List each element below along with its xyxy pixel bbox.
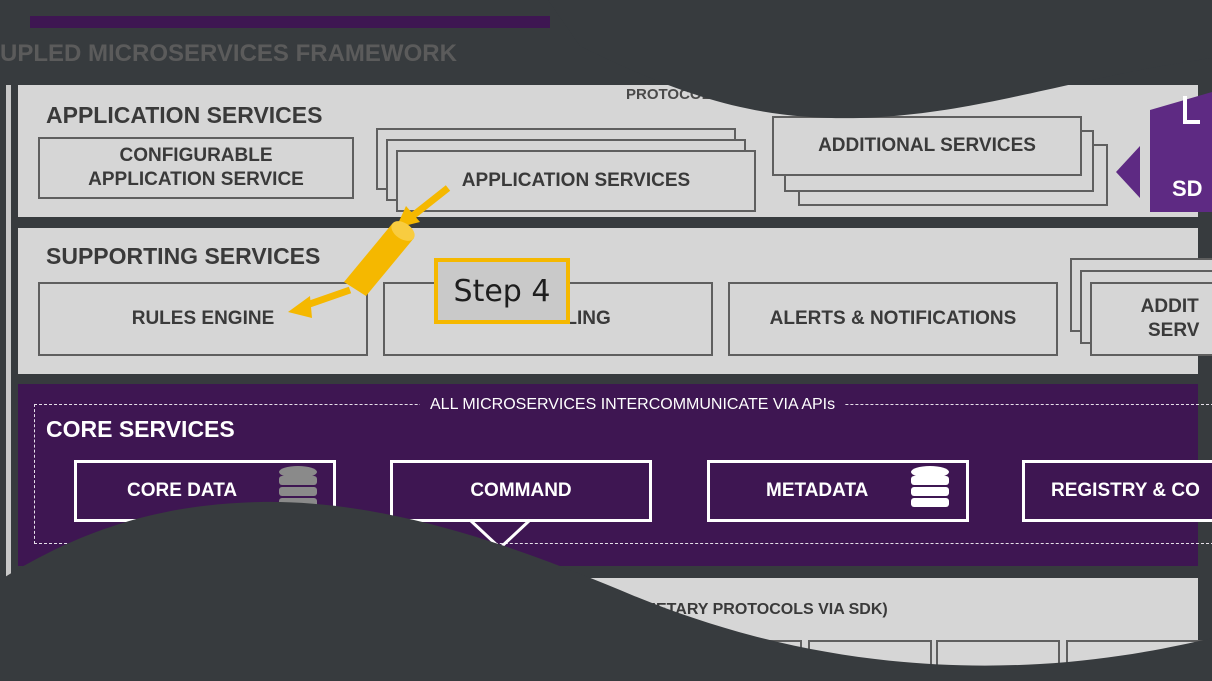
application-services-box: APPLICATION SERVICES — [396, 150, 756, 212]
additional-supporting-label: ADDIT SERV — [1140, 295, 1200, 343]
step-callout-label: Step 4 — [453, 273, 551, 309]
rules-engine-box: RULES ENGINE — [38, 282, 368, 356]
rules-engine-label: RULES ENGINE — [131, 308, 275, 330]
additional-supporting-label-line2: SERV — [1148, 320, 1200, 341]
arrow-icon — [396, 185, 451, 228]
registry-box: REGISTRY & CO — [1022, 460, 1212, 522]
additional-services-box: ADDITIONAL SERVICES — [772, 116, 1082, 176]
application-services-heading: APPLICATION SERVICES — [46, 102, 323, 128]
command-box: COMMAND — [390, 460, 652, 522]
top-wave-shape — [548, 0, 1212, 119]
application-services-label: APPLICATION SERVICES — [461, 170, 691, 192]
sdk-badge-label: SD — [1172, 176, 1203, 201]
device-box-3 — [936, 640, 1060, 681]
database-icon — [911, 466, 949, 507]
configurable-application-service-box: CONFIGURABLE APPLICATION SERVICE — [38, 137, 354, 199]
supporting-services-heading: SUPPORTING SERVICES — [46, 243, 321, 269]
alerts-notifications-label: ALERTS & NOTIFICATIONS — [769, 308, 1017, 330]
additional-services-label: ADDITIONAL SERVICES — [818, 135, 1036, 157]
additional-supporting-box: ADDIT SERV — [1090, 282, 1212, 356]
core-data-label: CORE DATA — [127, 480, 238, 501]
framework-title: UPLED MICROSERVICES FRAMEWORK — [0, 40, 457, 67]
additional-supporting-label-line1: ADDIT — [1140, 296, 1199, 318]
bottom-wave-shape — [0, 501, 1212, 681]
core-services-heading: CORE SERVICES — [46, 416, 235, 442]
alerts-notifications-box: ALERTS & NOTIFICATIONS — [728, 282, 1058, 356]
protocols-note: RIETARY PROTOCOLS VIA SDK) — [640, 601, 888, 618]
metadata-label: METADATA — [766, 480, 869, 501]
framework-left-edge — [6, 85, 11, 585]
registry-label: REGISTRY & CO — [1051, 480, 1200, 501]
configurable-application-service-label: CONFIGURABLE APPLICATION SERVICE — [88, 145, 304, 190]
header-purple-tab — [30, 16, 550, 28]
step-callout: Step 4 — [434, 258, 570, 324]
command-label: COMMAND — [470, 480, 572, 501]
apis-note: ALL MICROSERVICES INTERCOMMUNICATE VIA A… — [420, 396, 846, 414]
arrow-icon — [288, 286, 352, 318]
connector-cylinder-icon — [344, 221, 415, 296]
